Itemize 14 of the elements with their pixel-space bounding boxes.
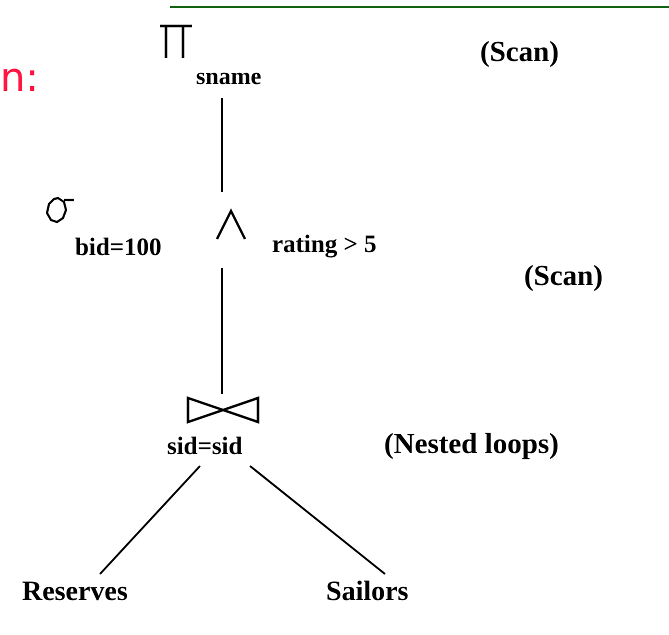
tree-edge [221, 268, 223, 394]
access-method-label: (Scan) [480, 38, 559, 67]
join-condition: sid=sid [167, 434, 242, 459]
tree-edge [221, 98, 223, 192]
access-method-label: (Nested loops) [384, 430, 559, 459]
relation-name: Reserves [22, 578, 128, 606]
access-method-label: (Scan) [524, 262, 603, 291]
projection-attribute: sname [196, 65, 262, 89]
tree-edge [249, 465, 386, 575]
relation-name: Sailors [326, 578, 408, 606]
selection-condition: bid=100 [75, 235, 162, 260]
tree-edge [99, 465, 201, 575]
selection-condition: rating > 5 [272, 232, 377, 257]
heading-fragment: n: [0, 58, 39, 98]
